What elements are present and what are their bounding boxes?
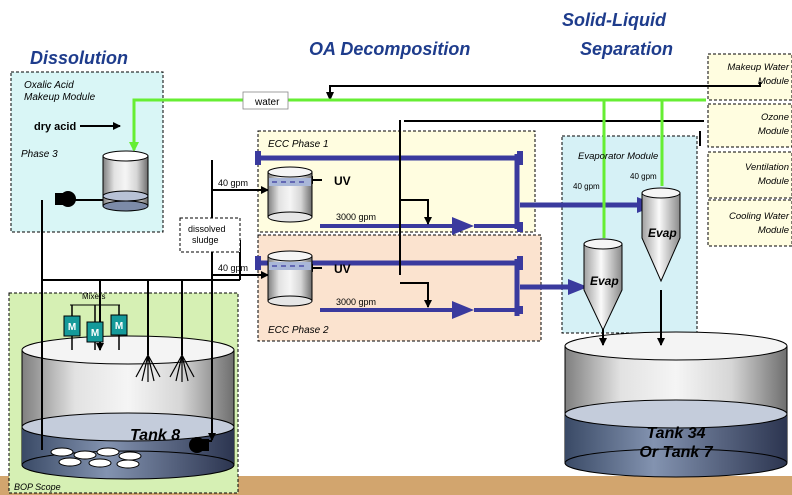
ecc-reactor-2 [267,250,313,307]
oxalic-module-title: Oxalic Acid [24,80,74,91]
evap-flow-label-a: 40 gpm [573,182,600,191]
heading-solid-liquid: Solid-Liquid [562,10,667,30]
pump-icon [189,437,209,453]
evaporator-2 [641,187,681,283]
evaporator-label: Evap [590,274,619,288]
junction-ticks [255,151,523,314]
black-arrowhead [326,92,334,101]
spray-nozzles [135,354,195,382]
side-module-label: Module [758,225,789,236]
sludge-label: dissolved [188,224,226,234]
mixer [63,305,81,350]
ecc1-flow-in-label: 40 gpm [218,178,248,188]
ecc1-title: ECC Phase 1 [268,139,329,150]
tank-34-label: Tank 34 [647,425,706,442]
side-module-label: Module [758,126,789,137]
oxalic-module-title: Makeup Module [24,92,96,103]
side-module-label: Ozone [761,112,789,123]
ecc2-flow-in-label: 40 gpm [218,263,248,273]
bop-scope-label: BOP Scope [14,482,61,492]
dry-acid-label: dry acid [34,121,76,133]
phase-3-label: Phase 3 [21,149,58,160]
mixer-letter: M [115,321,123,332]
pump-icon [55,191,76,207]
water-pipes [129,98,706,238]
ecc1-uv-label: UV [334,174,351,188]
side-module-box [707,53,792,101]
ecc2-uv-label: UV [334,262,351,276]
water-label-box [242,91,289,110]
mixer [86,305,104,350]
ecc-reactor-1 [267,166,313,223]
heading-separation: Separation [580,39,673,59]
heading-oa-decomposition: OA Decomposition [309,39,470,59]
side-module-label: Cooling Water [729,211,790,222]
mixer-letter: M [91,328,99,339]
side-module-label: Makeup Water [727,62,789,73]
tank-34 [564,331,788,478]
sludge-label: sludge [192,235,219,245]
evaporator-label: Evap [648,226,677,240]
side-module-label: Ventilation [745,162,789,173]
sludge-label-box [179,217,241,253]
evap-flow-label-b: 40 gpm [630,172,657,181]
ecc1-recirc-label: 3000 gpm [336,212,376,222]
ecc2-title: ECC Phase 2 [268,325,329,336]
side-module-label: Module [758,176,789,187]
mixer-letter: M [68,322,76,333]
ecc2-recirc-label: 3000 gpm [336,297,376,307]
side-module-box [707,151,792,199]
tank-34-label: Or Tank 7 [639,444,713,461]
side-module-box [707,199,792,247]
oxalic-makeup-vessel [102,150,149,212]
evaporator-1 [583,238,623,332]
heading-dissolution: Dissolution [30,48,128,68]
evaporator-module-title: Evaporator Module [578,151,658,162]
side-module-label: Module [758,76,789,87]
tank-8 [21,335,235,480]
mixer [110,305,128,350]
side-module-box [707,103,792,148]
water-label: water [254,97,280,108]
mixers-label: Mixers [82,292,106,301]
tank-8-label: Tank 8 [130,427,180,444]
